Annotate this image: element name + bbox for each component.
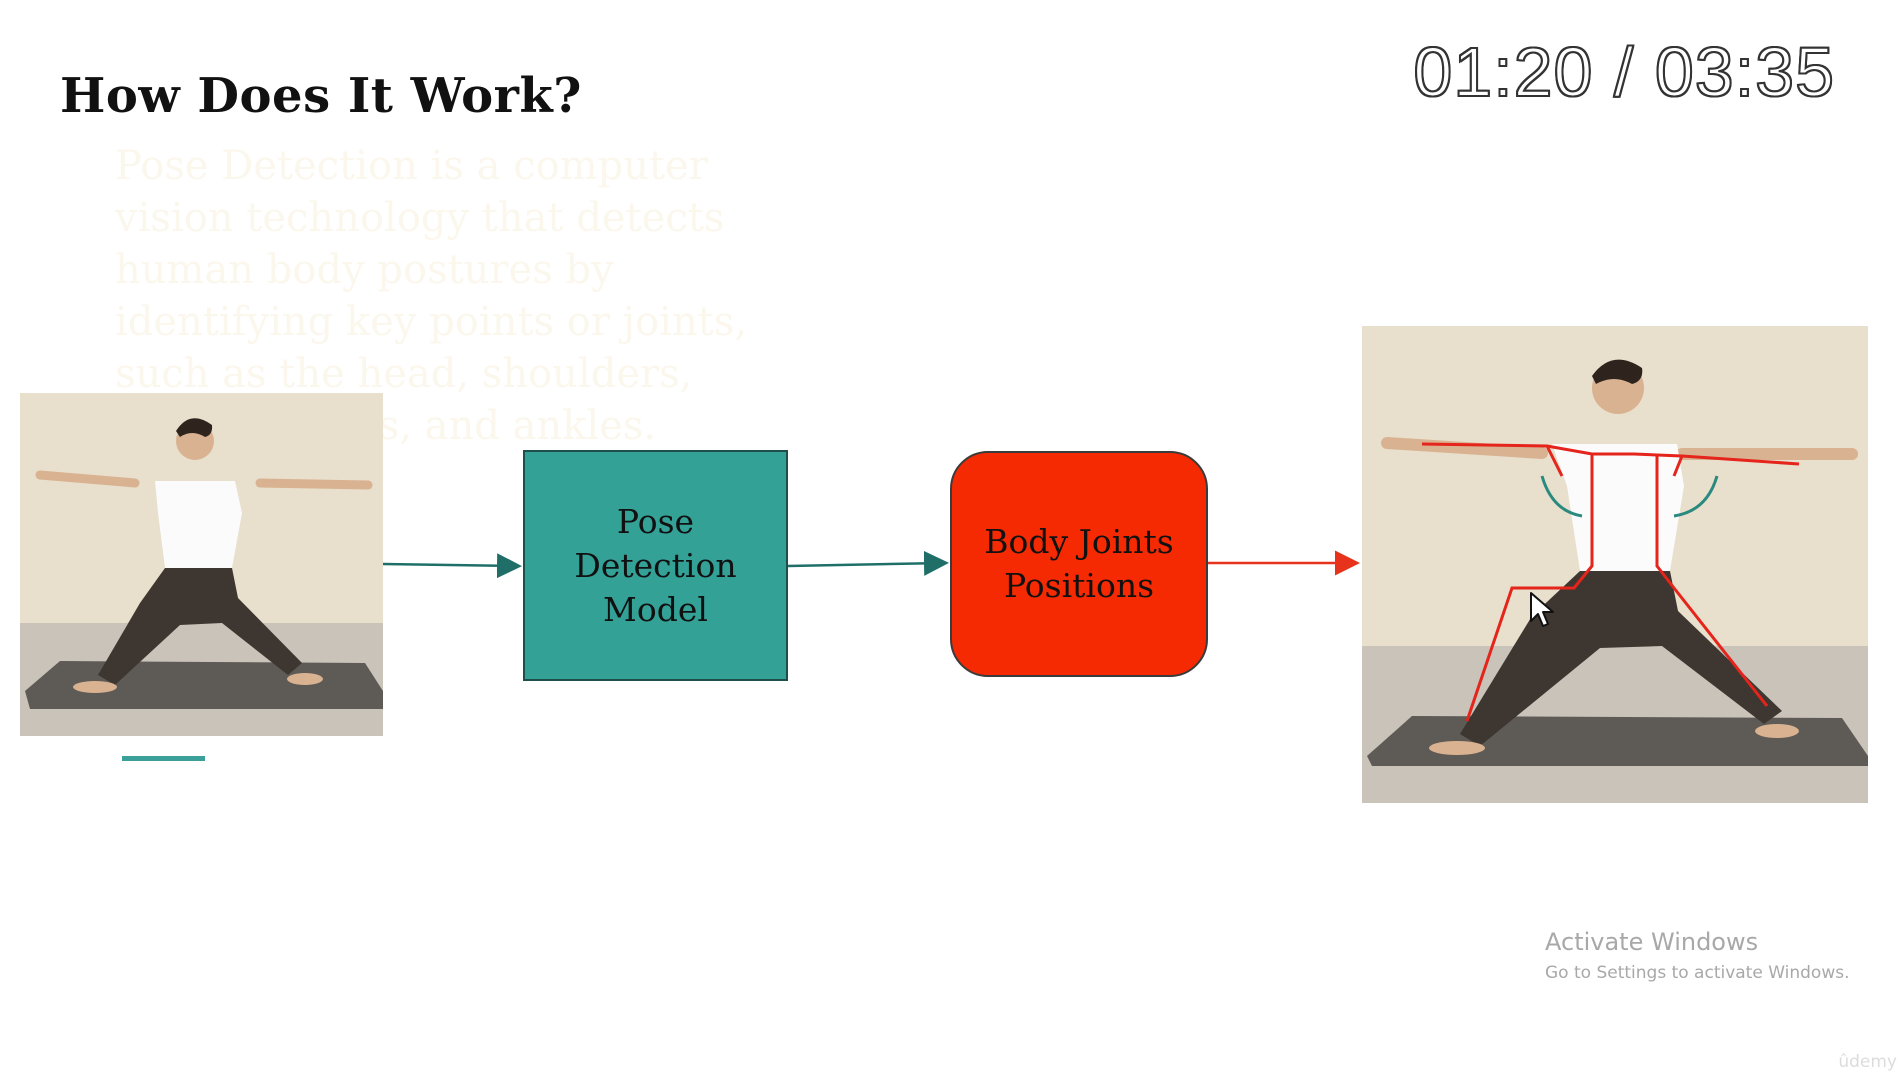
video-timestamp: 01:20 / 03:35 — [1412, 32, 1835, 112]
skeleton-overlay — [1421, 442, 1800, 722]
accent-underline — [122, 756, 205, 761]
joint-angle-arcs — [1540, 475, 1719, 518]
output-pose-photo — [1362, 326, 1868, 803]
udemy-watermark: ûdemy — [1838, 1052, 1897, 1072]
arrow-photo-to-model — [382, 553, 522, 579]
model-box-label: Pose Detection Model — [574, 501, 737, 629]
activate-windows-subtitle: Go to Settings to activate Windows. — [1545, 963, 1850, 983]
faded-description-text: Pose Detection is a computer vision tech… — [115, 143, 748, 449]
slide-title: How Does It Work? — [60, 68, 582, 124]
input-pose-illustration — [20, 393, 383, 736]
output-pose-illustration — [1362, 326, 1868, 803]
joints-box-label: Body Joints Positions — [984, 522, 1174, 605]
pose-detection-model-box: Pose Detection Model — [523, 450, 788, 681]
input-pose-photo — [20, 393, 383, 736]
activate-windows-title: Activate Windows — [1545, 928, 1759, 956]
mouse-pointer-icon — [1530, 592, 1554, 627]
body-joints-positions-box: Body Joints Positions — [950, 451, 1208, 677]
arrow-model-to-joints — [787, 550, 949, 576]
